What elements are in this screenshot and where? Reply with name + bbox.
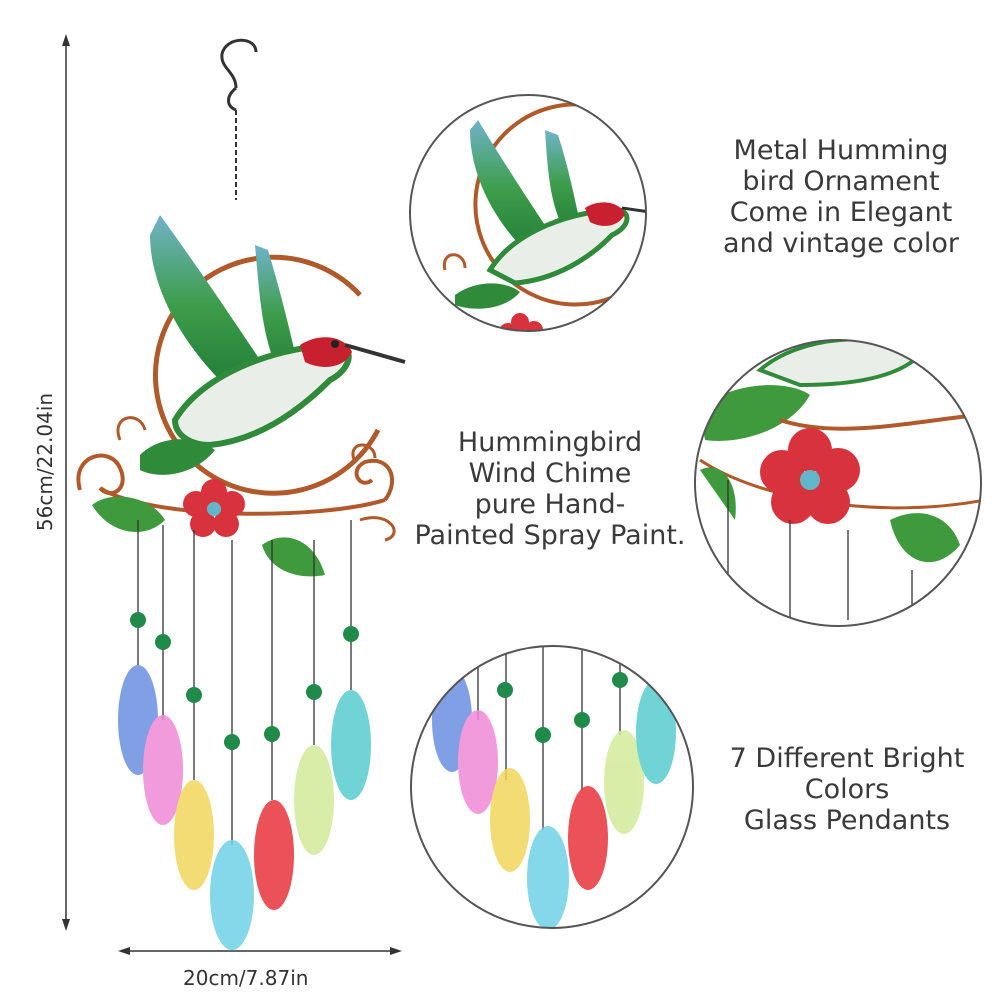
caption-chime: Hummingbird Wind Chime pure Hand- Painte… — [400, 427, 700, 551]
zoom-circle-bird — [409, 94, 647, 332]
caption-line: Hummingbird — [457, 427, 643, 458]
caption-line: 7 Different Bright — [729, 743, 965, 774]
caption-line: Painted Spray Paint. — [414, 520, 686, 551]
caption-line: bird Ornament — [742, 166, 940, 197]
caption-line: Metal Humming — [733, 135, 949, 166]
main-wind-chime — [76, 38, 406, 950]
caption-line: Colors — [804, 774, 890, 805]
width-dimension-label: 20cm/7.87in — [183, 966, 309, 990]
caption-line: Come in Elegant — [729, 197, 953, 228]
zoom-circle-flower — [694, 339, 982, 627]
zoom-circle-pendants — [410, 645, 694, 929]
height-dimension-arrow — [62, 34, 70, 931]
height-dimension-label: 56cm/22.04in — [33, 392, 57, 532]
caption-ornament: Metal Humming bird Ornament Come in Eleg… — [706, 135, 976, 259]
caption-pendants: 7 Different Bright Colors Glass Pendants — [712, 743, 982, 836]
caption-line: pure Hand- — [474, 489, 626, 520]
width-dimension-arrow — [118, 947, 402, 955]
caption-line: Glass Pendants — [743, 805, 951, 836]
caption-line: and vintage color — [723, 228, 959, 259]
caption-line: Wind Chime — [468, 458, 632, 489]
